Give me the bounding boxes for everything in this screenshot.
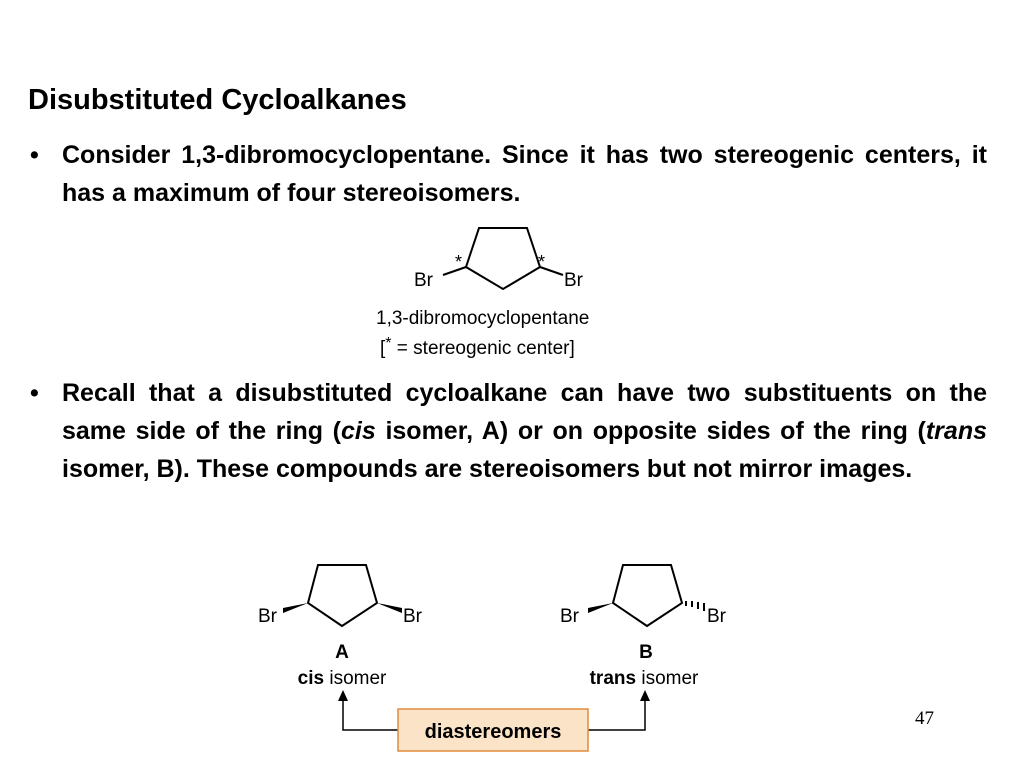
- br-label-left-b: Br: [560, 606, 580, 627]
- hash-bond-right-b: [685, 601, 705, 611]
- stereocenter-star-left: *: [455, 252, 462, 272]
- br-label-left: Br: [414, 270, 434, 291]
- page-number: 47: [915, 708, 934, 729]
- bullet-marker: •: [30, 379, 39, 407]
- bullet-point-2: • Recall that a disubstituted cycloalkan…: [30, 374, 987, 488]
- legend-text: = stereogenic center]: [392, 338, 575, 359]
- bullet2-cis-term: cis: [341, 417, 376, 445]
- br-label-left-a: Br: [258, 606, 278, 627]
- isomer-name-a-rest: isomer: [324, 668, 387, 689]
- br-label-right: Br: [564, 270, 584, 291]
- cis-isomer-structure: Br Br A cis isomer: [258, 564, 423, 689]
- cyclopentane-ring-a: [306, 564, 379, 628]
- bullet2-text-part1: Recall that a disubstituted cycloalkane …: [62, 379, 987, 445]
- relation-label: diastereomers: [425, 721, 562, 743]
- cyclopentane-ring-b: [611, 564, 684, 628]
- bullet2-text-part2: isomer, A) or on opposite sides of the r…: [375, 417, 926, 445]
- figure1-caption-name: 1,3-dibromocyclopentane: [376, 308, 589, 329]
- wedge-bond-left-a: [283, 603, 308, 613]
- dibromocyclopentane-structure: Br Br * * 1,3-dibromocyclopentane [* = s…: [376, 227, 589, 359]
- legend-star: *: [385, 335, 391, 352]
- stereocenter-star-right: *: [538, 252, 545, 272]
- wedge-bond-left-b: [588, 603, 613, 613]
- arrow-head-left-icon: [338, 690, 348, 701]
- isomer-name-a: cis isomer: [298, 668, 387, 689]
- wedge-bond-right-a: [377, 603, 402, 613]
- bracket-open: [: [380, 338, 386, 359]
- bullet2-trans-term: trans: [925, 417, 987, 445]
- c-br-bond-right: [539, 266, 564, 276]
- arrow-head-right-icon: [640, 690, 650, 701]
- slide-title: Disubstituted Cycloalkanes: [28, 84, 407, 116]
- isomer-name-b-rest: isomer: [636, 668, 699, 689]
- bullet-point-1: • Consider 1,3-dibromocyclopentane. Sinc…: [30, 136, 987, 212]
- relation-box: [397, 708, 589, 752]
- arrow-line-left: [342, 698, 398, 731]
- isomer-letter-a: A: [335, 642, 349, 663]
- isomer-name-b: trans isomer: [590, 668, 699, 689]
- trans-isomer-structure: Br Br B trans isomer: [560, 564, 727, 689]
- br-label-right-b: Br: [707, 606, 727, 627]
- isomer-name-a-bold: cis: [298, 668, 324, 689]
- bullet-marker: •: [30, 141, 39, 169]
- bullet-text-1: Consider 1,3-dibromocyclopentane. Since …: [62, 141, 987, 207]
- br-label-right-a: Br: [403, 606, 423, 627]
- diastereomer-relation: diastereomers: [338, 690, 650, 752]
- c-br-bond-left: [442, 266, 467, 276]
- figure1-caption-note: [* = stereogenic center]: [380, 335, 575, 359]
- isomer-letter-b: B: [639, 642, 653, 663]
- bullet-text-2: Recall that a disubstituted cycloalkane …: [62, 374, 987, 488]
- bullet2-text-part3: isomer, B). These compounds are stereois…: [62, 455, 913, 483]
- isomer-name-b-bold: trans: [590, 668, 636, 689]
- arrow-line-right: [588, 698, 646, 731]
- cyclopentane-ring: [464, 227, 542, 291]
